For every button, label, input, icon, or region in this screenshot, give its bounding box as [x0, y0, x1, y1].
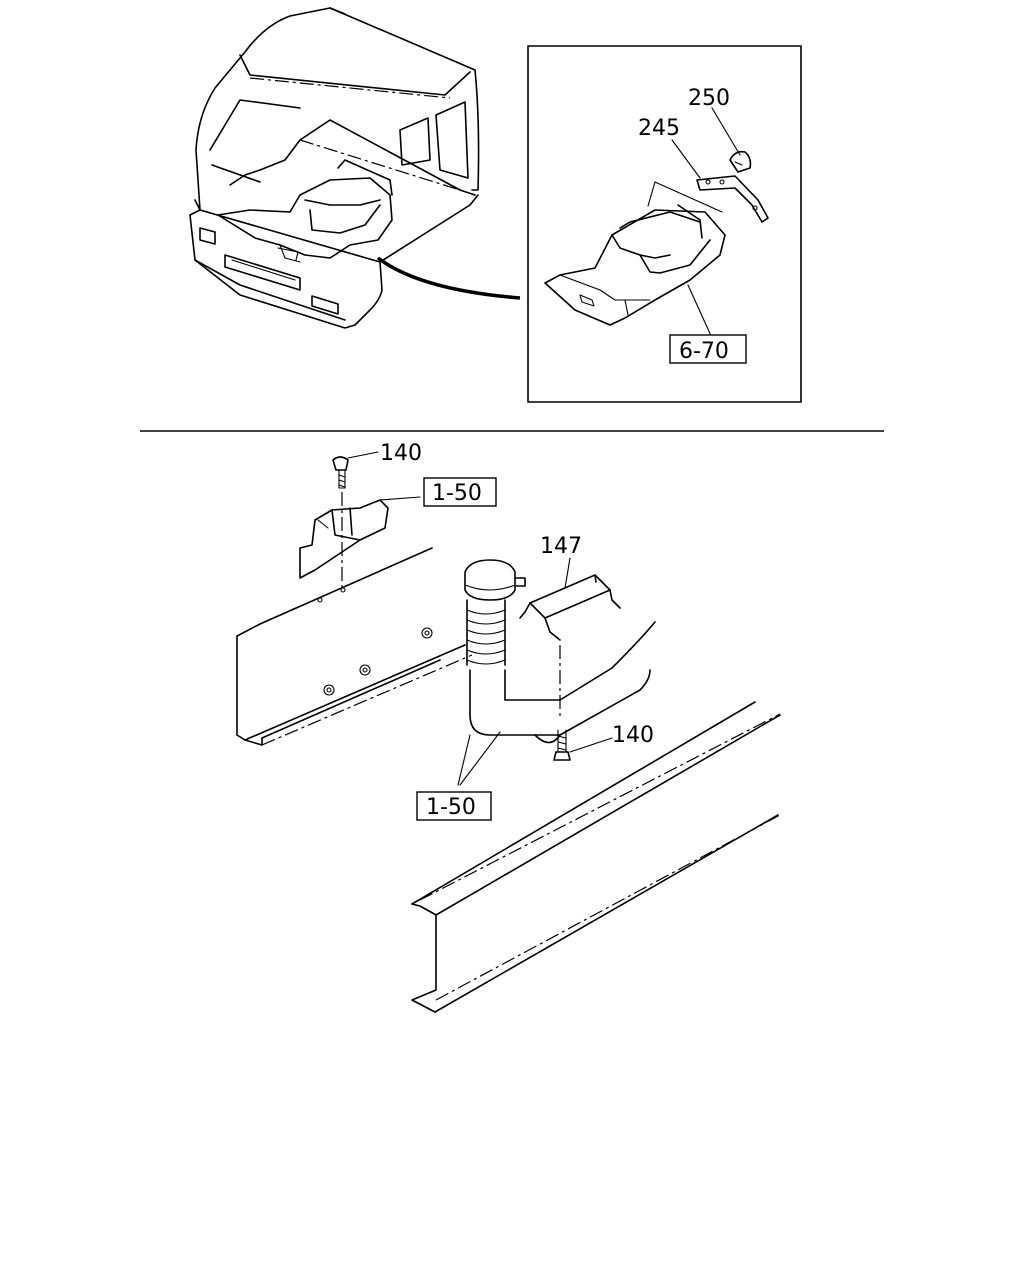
callout-1-50-bottom: 1-50 [426, 795, 476, 820]
pipe-clamp-147 [457, 557, 621, 786]
callout-250: 250 [688, 86, 730, 111]
callout-245: 245 [638, 116, 680, 141]
truck-cab-illustration [189, 7, 521, 329]
callout-147: 147 [540, 534, 582, 559]
callout-box-1-50-top [423, 477, 497, 507]
chassis-frame-rail-lower [411, 701, 781, 1013]
detail-inset-frame [527, 45, 802, 403]
callout-box-6-70 [669, 334, 747, 364]
callout-box-1-50-bottom [416, 791, 492, 821]
inset-panel-illustration [544, 107, 769, 339]
callout-140-top: 140 [380, 441, 422, 466]
callout-1-50-top: 1-50 [432, 481, 482, 506]
rear-bracket-mount [299, 451, 421, 590]
callout-140-bottom: 140 [612, 723, 654, 748]
chassis-frame-rail-upper [236, 547, 473, 746]
callout-6-70: 6-70 [679, 339, 729, 364]
